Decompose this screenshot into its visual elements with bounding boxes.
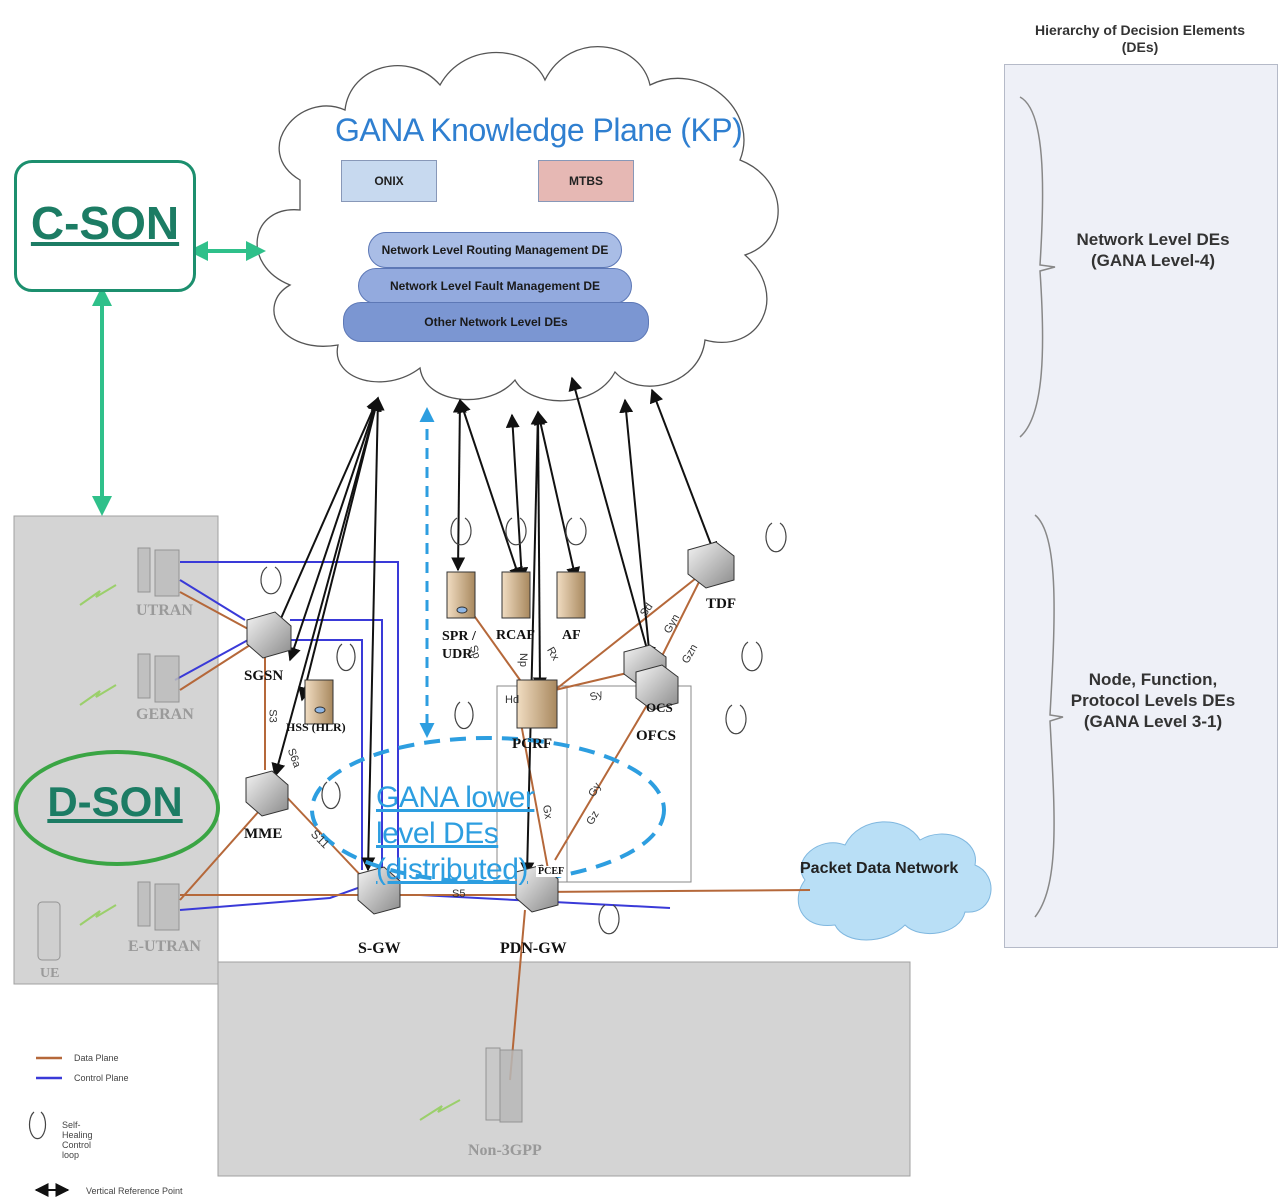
legend-data-plane: Data Plane — [74, 1053, 119, 1063]
data-link-2 — [179, 644, 251, 691]
hierarchy-braces — [1019, 96, 1064, 918]
sgsn-label: SGSN — [244, 668, 284, 684]
kp-title: GANA Knowledge Plane (KP) — [335, 112, 743, 148]
legend-control-plane: Control Plane — [74, 1073, 129, 1083]
lower-level-des-ellipse — [310, 736, 666, 884]
data-link-14 — [469, 609, 521, 681]
kp-layer-other: Other Network Level DEs — [343, 302, 649, 342]
wireless-icon — [79, 904, 117, 926]
ue-label: UE — [40, 966, 60, 981]
lower-level-des-label: GANA lower level DEs (distributed) — [376, 781, 535, 886]
kp-layer-fault: Network Level Fault Management DE — [358, 268, 632, 304]
wireless-icon — [79, 684, 117, 706]
eutran-antenna-icon — [137, 881, 180, 931]
self-healing-loop-icon — [505, 517, 527, 546]
if-s5: S5 — [452, 888, 466, 900]
ref-arrow-1 — [273, 396, 380, 634]
rcaf-server-icon — [501, 571, 531, 619]
if-s3: S3 — [266, 709, 279, 723]
hss-server-icon — [304, 679, 334, 725]
ref-arrow-11 — [533, 410, 581, 582]
mme-label: MME — [244, 826, 283, 842]
self-healing-loop-icon — [260, 566, 282, 595]
hierarchy-lower-label: Node, Function, Protocol Levels DEs (GAN… — [1070, 670, 1236, 731]
wireless-icon — [419, 1099, 461, 1121]
data-link-7 — [539, 889, 811, 893]
sgw-label: S-GW — [358, 940, 401, 957]
ref-arrow-5 — [361, 396, 385, 872]
control-link-utran-sgsn — [179, 579, 246, 621]
mtbs-box: MTBS — [538, 160, 634, 202]
pcrf-server-icon — [516, 679, 558, 729]
self-healing-loop-icon — [321, 781, 341, 810]
ofcs-router-icon — [635, 664, 679, 711]
hierarchy-upper-label: Network Level DEs (GANA Level-4) — [1076, 230, 1230, 270]
ref-arrow-13 — [619, 398, 656, 662]
ref-arrow-14 — [649, 388, 718, 557]
pdngw-label: PDN-GW — [500, 940, 567, 957]
data-link-12 — [554, 699, 651, 861]
control-link-geran-sgsn — [174, 639, 249, 681]
non3gpp-panel — [217, 961, 911, 1177]
self-healing-loop-icon — [565, 517, 587, 546]
self-healing-loop-icon — [336, 643, 356, 672]
pcrf-label: PCRF — [512, 736, 552, 752]
hierarchy-title: Hierarchy of Decision Elements (DEs) — [1034, 22, 1246, 55]
legend-vertical-ref: Vertical Reference Point — [86, 1186, 183, 1196]
onix-box: ONIX — [341, 160, 437, 202]
if-gx: Gx — [539, 804, 555, 820]
cson-box — [14, 160, 196, 292]
hss-label: HSS (HLR) — [286, 720, 346, 734]
self-healing-loop-icon — [598, 904, 620, 935]
spr-server-icon — [446, 571, 476, 619]
data-link-5 — [179, 809, 261, 901]
hierarchy-panel: Network Level DEs (GANA Level-4) Node, F… — [1004, 64, 1278, 948]
dson-ellipse — [14, 750, 220, 866]
geran-label: GERAN — [136, 706, 194, 723]
dson-label: D-SON — [47, 778, 183, 825]
spr-label: SPR / UDR — [442, 629, 476, 662]
ref-arrow-7 — [457, 398, 523, 582]
self-healing-loop-icon — [28, 1111, 47, 1140]
knowledge-plane-cloud — [256, 46, 779, 402]
ofcs-label: OFCS — [636, 728, 677, 744]
ref-arrow-4 — [271, 396, 382, 778]
sgsn-router-icon — [246, 611, 292, 659]
ue-phone-icon — [37, 901, 61, 961]
cson-label: C-SON — [30, 197, 180, 249]
utran-label: UTRAN — [136, 602, 193, 619]
mme-router-icon — [245, 770, 289, 817]
legend-self-healing: Self-Healing Control loop — [62, 1120, 93, 1160]
self-healing-loop-icon — [454, 701, 474, 730]
af-label: AF — [562, 628, 581, 643]
self-healing-loop-icon — [741, 641, 763, 672]
rcaf-label: RCAF — [496, 628, 535, 643]
utran-antenna-icon — [137, 547, 180, 597]
ref-arrow-8 — [505, 413, 529, 582]
self-healing-loop-icon — [765, 522, 787, 553]
tdf-label: TDF — [706, 596, 736, 612]
eutran-label: E-UTRAN — [128, 938, 201, 955]
non3gpp-label: Non-3GPP — [468, 1142, 542, 1159]
pdn-label: Packet Data Network — [800, 860, 959, 877]
data-link-1 — [179, 591, 251, 631]
self-healing-loop-icon — [725, 704, 747, 735]
tdf-router-icon — [687, 541, 735, 589]
packet-data-network-cloud — [797, 821, 992, 941]
kp-layer-routing: Network Level Routing Management DE — [368, 232, 622, 268]
af-server-icon — [556, 571, 586, 619]
sgw-router-icon — [357, 866, 401, 915]
if-np: Np — [517, 652, 530, 668]
wireless-icon — [79, 584, 117, 606]
ref-arrow-9 — [531, 410, 547, 692]
self-healing-loop-icon — [450, 517, 472, 546]
geran-antenna-icon — [137, 653, 180, 703]
ocs-label: OCS — [646, 700, 673, 715]
non3gpp-antenna-icon — [485, 1047, 523, 1123]
control-link-utran — [180, 561, 399, 885]
if-hd: Hd — [505, 694, 520, 706]
pcef-label: PCEF — [536, 866, 567, 877]
